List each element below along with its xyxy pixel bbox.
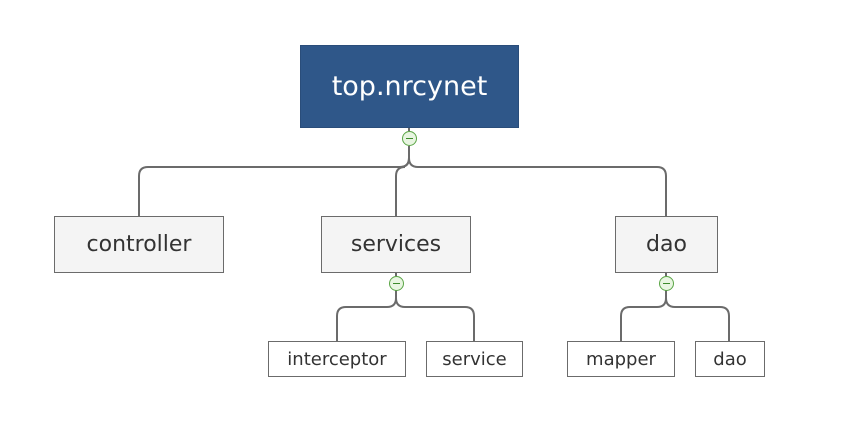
dao-collapse-minus-icon[interactable] <box>659 276 674 291</box>
connector-services-to-service <box>395 290 475 342</box>
root-collapse-minus-icon[interactable] <box>402 131 417 146</box>
connector-dao-to-dao-child <box>665 290 730 342</box>
connector-dao-to-mapper <box>620 290 667 342</box>
leaf-node-label: dao <box>713 348 747 370</box>
connector-services-to-interceptor <box>336 290 397 342</box>
leaf-node-service[interactable]: service <box>426 341 523 377</box>
branch-node-label: controller <box>86 232 192 257</box>
leaf-node-label: interceptor <box>287 348 387 370</box>
minus-glyph <box>406 137 413 140</box>
root-node-label: top.nrcynet <box>331 71 488 102</box>
branch-node-dao[interactable]: dao <box>615 216 718 273</box>
minus-glyph <box>663 282 670 285</box>
connector-root-to-controller <box>138 146 410 216</box>
leaf-node-mapper[interactable]: mapper <box>567 341 675 377</box>
leaf-node-dao[interactable]: dao <box>695 341 765 377</box>
connector-root-to-dao <box>408 146 667 216</box>
connector-root-to-services <box>395 146 410 216</box>
leaf-node-label: service <box>442 348 507 370</box>
branch-node-label: services <box>350 232 442 257</box>
leaf-node-interceptor[interactable]: interceptor <box>268 341 406 377</box>
branch-node-services[interactable]: services <box>321 216 471 273</box>
root-node[interactable]: top.nrcynet <box>300 45 519 128</box>
branch-node-label: dao <box>646 232 687 257</box>
services-collapse-minus-icon[interactable] <box>389 276 404 291</box>
minus-glyph <box>393 282 400 285</box>
leaf-node-label: mapper <box>586 348 656 370</box>
branch-node-controller[interactable]: controller <box>54 216 224 273</box>
